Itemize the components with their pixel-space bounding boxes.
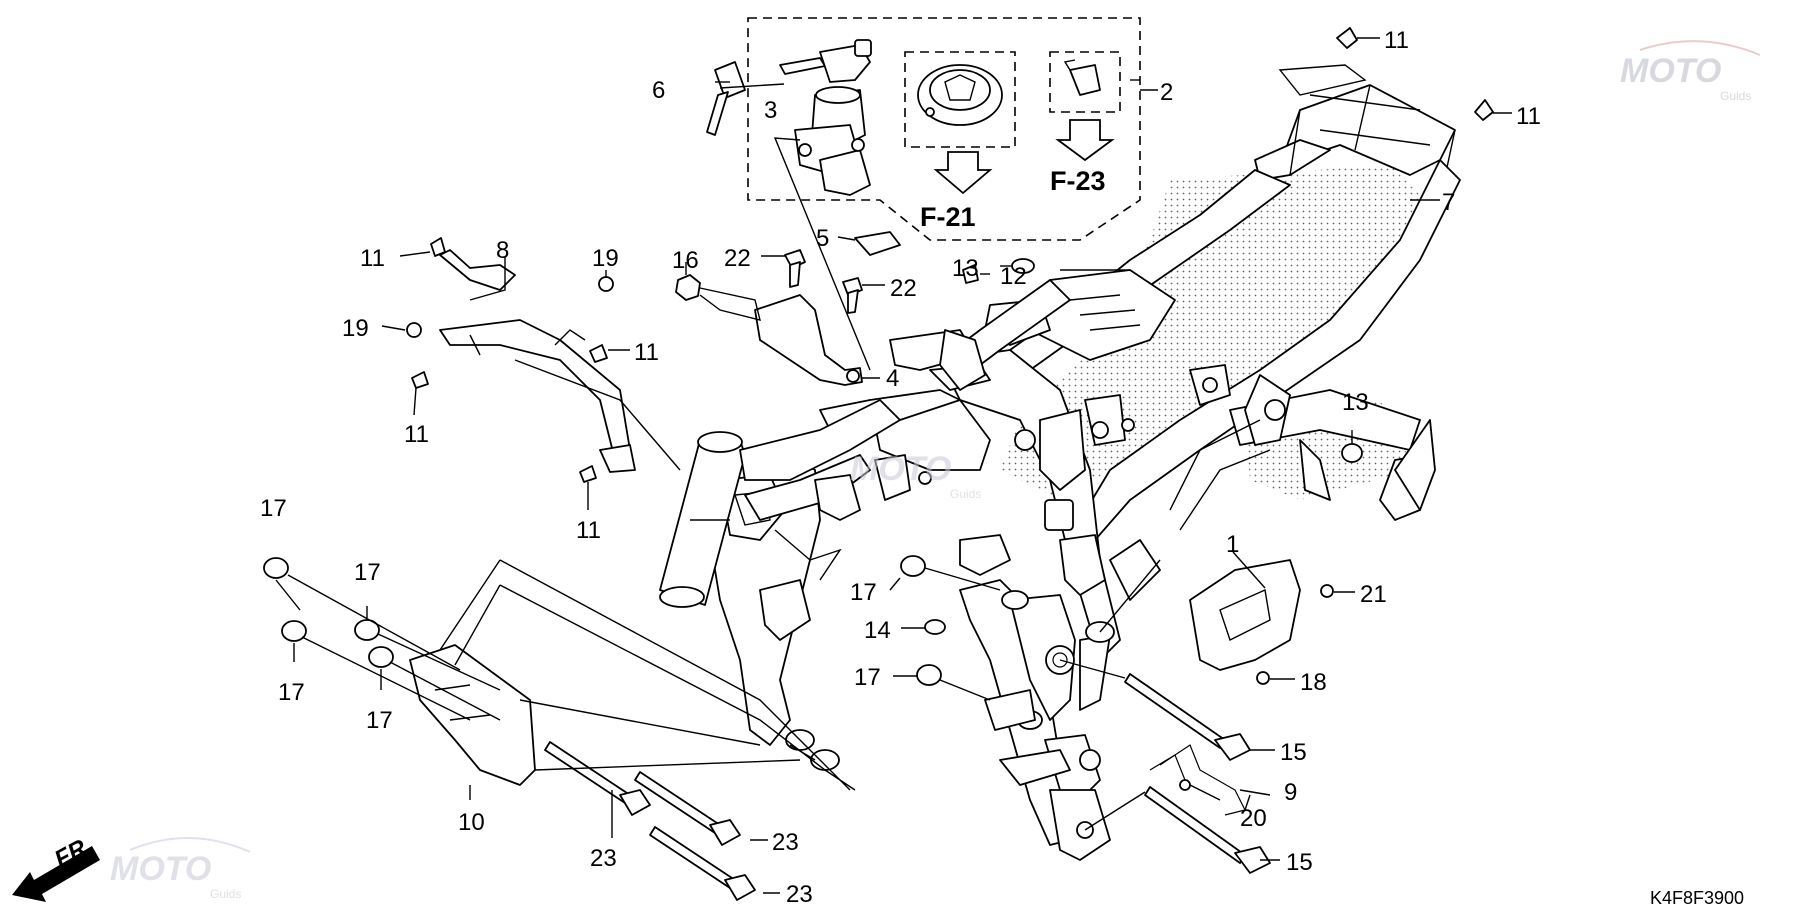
fuel-cap bbox=[917, 64, 1003, 126]
front-arrow-icon bbox=[12, 846, 100, 902]
small-parts bbox=[263, 27, 1494, 901]
callout-10[interactable]: 10 bbox=[458, 809, 485, 836]
callout-11-c[interactable]: 11 bbox=[360, 245, 385, 272]
callout-11-b[interactable]: 11 bbox=[1516, 103, 1541, 130]
callout-16[interactable]: 16 bbox=[672, 247, 699, 274]
callout-9[interactable]: 9 bbox=[1284, 779, 1297, 806]
callout-22-b[interactable]: 22 bbox=[890, 275, 917, 302]
callout-23-b[interactable]: 23 bbox=[590, 845, 617, 872]
callout-17-e[interactable]: 17 bbox=[850, 579, 877, 606]
leader-lines bbox=[275, 37, 1512, 894]
key-set-group: F-21 F-23 bbox=[747, 17, 1141, 241]
watermark-logo-icon: MOTO Guids MOTO Guids MOTO Guids bbox=[110, 40, 1761, 901]
watermark-top-sub: Guids bbox=[1720, 89, 1751, 103]
callout-17-d[interactable]: 17 bbox=[366, 707, 393, 734]
callout-19-b[interactable]: 19 bbox=[342, 315, 369, 342]
callout-15-a[interactable]: 15 bbox=[1280, 739, 1307, 766]
callout-13-a[interactable]: 13 bbox=[952, 255, 979, 282]
callout-7[interactable]: 7 bbox=[1442, 189, 1455, 216]
watermark-bottom-brand: MOTO bbox=[110, 850, 211, 888]
ref-f23-label[interactable]: F-23 bbox=[1050, 166, 1106, 196]
watermark-center-sub: Guids bbox=[950, 487, 981, 501]
callout-17-b[interactable]: 17 bbox=[354, 559, 381, 586]
callout-labels: 1 2 3 4 5 6 7 8 9 10 11 11 11 11 11 11 1… bbox=[260, 27, 1541, 908]
key-part bbox=[706, 61, 746, 136]
callout-11-a[interactable]: 11 bbox=[1384, 27, 1409, 54]
frame-body bbox=[659, 64, 1461, 861]
callout-15-b[interactable]: 15 bbox=[1286, 849, 1313, 876]
callout-22-a[interactable]: 22 bbox=[724, 245, 751, 272]
callout-20[interactable]: 20 bbox=[1240, 805, 1267, 832]
callout-8[interactable]: 8 bbox=[496, 237, 509, 264]
callout-5[interactable]: 5 bbox=[816, 225, 829, 252]
callout-23-c[interactable]: 23 bbox=[786, 881, 813, 908]
callout-12[interactable]: 12 bbox=[1000, 263, 1027, 290]
callout-17-a[interactable]: 17 bbox=[260, 495, 287, 522]
ignition-switch bbox=[779, 39, 872, 196]
reference-arrow-icon bbox=[933, 119, 1115, 195]
callout-17-f[interactable]: 17 bbox=[854, 664, 881, 691]
callout-6[interactable]: 6 bbox=[652, 77, 665, 104]
callout-23-a[interactable]: 23 bbox=[772, 829, 799, 856]
diagram-code: K4F8F3900 bbox=[1650, 888, 1744, 908]
callout-1[interactable]: 1 bbox=[1226, 531, 1239, 558]
front-marker: FR. bbox=[12, 831, 100, 902]
ref-f21-label[interactable]: F-21 bbox=[920, 202, 976, 232]
callout-11-f[interactable]: 11 bbox=[576, 517, 601, 544]
seat-lock bbox=[1063, 59, 1101, 96]
callout-11-d[interactable]: 11 bbox=[634, 339, 659, 366]
callout-2[interactable]: 2 bbox=[1160, 79, 1173, 106]
watermark-center-brand: MOTO bbox=[850, 450, 951, 488]
watermark-top-brand: MOTO bbox=[1620, 52, 1721, 90]
watermark-bottom-sub: Guids bbox=[210, 887, 241, 901]
callout-11-e[interactable]: 11 bbox=[404, 421, 429, 448]
callout-18[interactable]: 18 bbox=[1300, 669, 1327, 696]
callout-17-c[interactable]: 17 bbox=[278, 679, 305, 706]
callout-3[interactable]: 3 bbox=[764, 97, 777, 124]
callout-4[interactable]: 4 bbox=[886, 365, 899, 392]
callout-14[interactable]: 14 bbox=[864, 617, 891, 644]
callout-19-a[interactable]: 19 bbox=[592, 245, 619, 272]
callout-13-b[interactable]: 13 bbox=[1342, 389, 1369, 416]
callout-21[interactable]: 21 bbox=[1360, 581, 1387, 608]
